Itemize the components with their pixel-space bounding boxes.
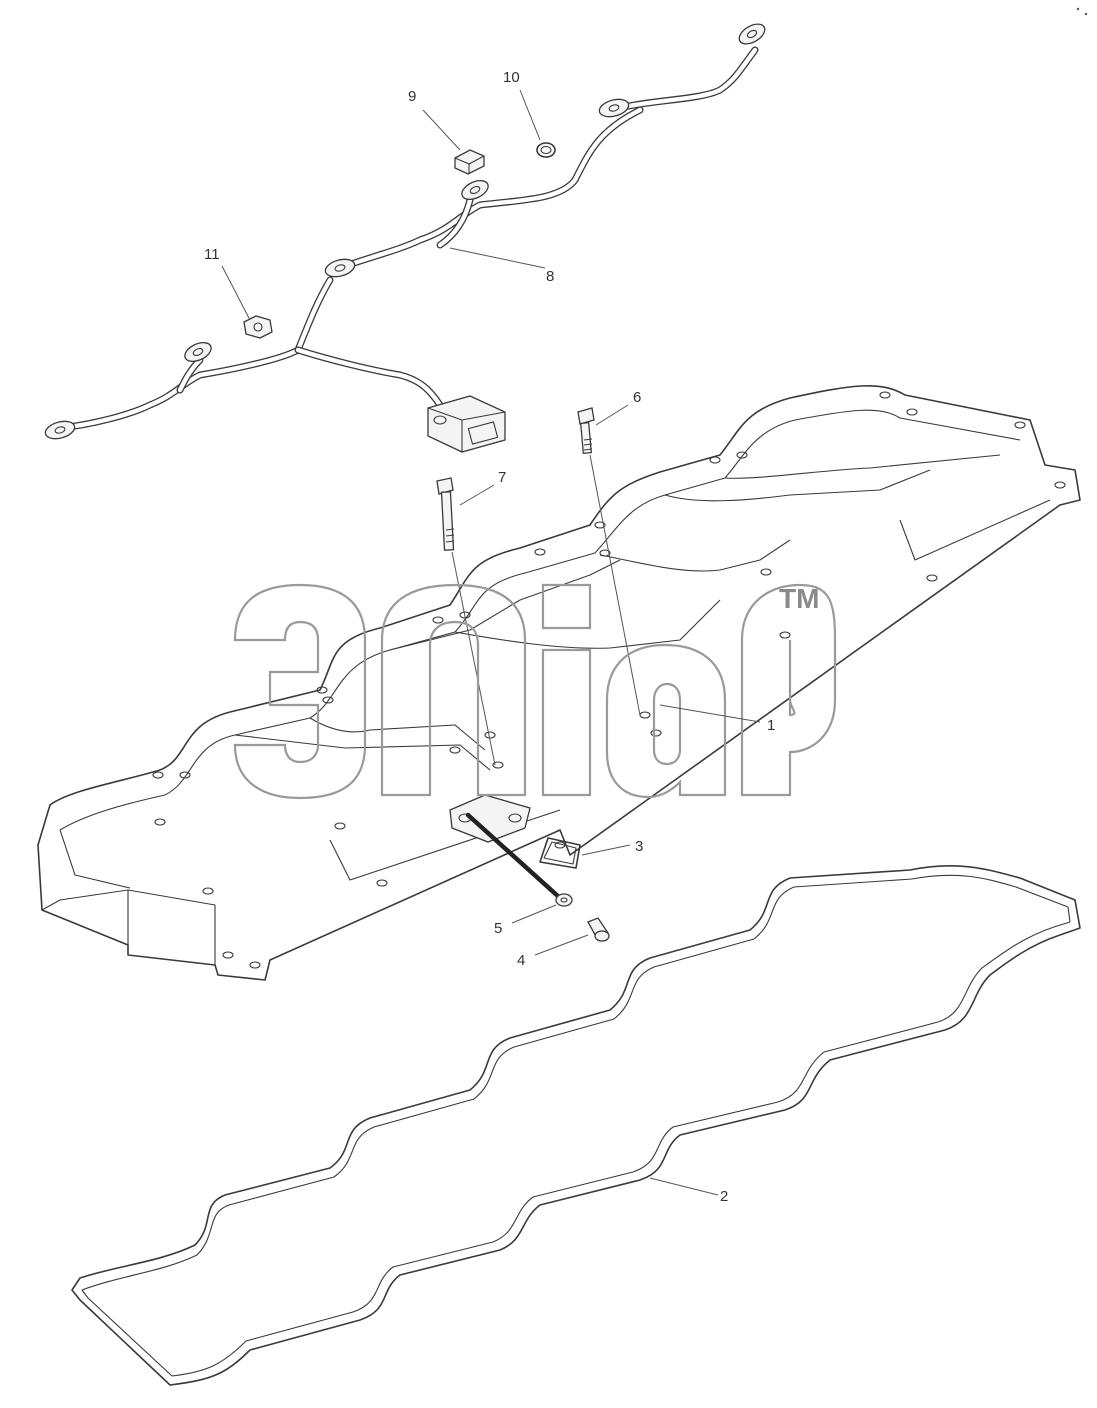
callout-label-9: 9 [408, 88, 416, 105]
callout-label-5: 5 [494, 920, 502, 937]
watermark: TM [233, 583, 837, 800]
wiring-harness [44, 23, 766, 453]
callout-label-11: 11 [204, 246, 220, 263]
callout-label-3: 3 [635, 838, 643, 855]
seal-part-3 [539, 837, 581, 869]
callout-label-7: 7 [498, 469, 506, 486]
ring-terminal [738, 23, 766, 45]
washer-part-5 [555, 893, 573, 907]
clip-part-9 [454, 149, 485, 175]
watermark-trademark: TM [779, 583, 819, 614]
ring-terminal [461, 179, 489, 201]
callout-label-4: 4 [517, 952, 525, 969]
bolt-6-axis [589, 454, 641, 716]
bolt-part-7 [436, 477, 455, 551]
callout-label-10: 10 [503, 69, 520, 86]
callout-label-6: 6 [633, 389, 641, 406]
ring-terminal [324, 258, 356, 278]
callout-label-1: 1 [767, 717, 775, 734]
harness-connector [427, 395, 506, 453]
callout-labels: 9 10 8 11 6 7 1 3 5 4 2 [204, 69, 775, 1205]
callout-leaders [221, 89, 761, 1196]
ring-terminal [44, 420, 76, 440]
plug-part-4 [587, 917, 610, 942]
callout-label-2: 2 [720, 1188, 728, 1205]
bolt-holes [152, 391, 1066, 969]
corner-mark [1076, 7, 1088, 16]
clamp-part-10 [536, 142, 556, 158]
bolt-7-axis [451, 551, 496, 766]
bolt-part-6 [577, 407, 595, 454]
cover-gasket [71, 865, 1081, 1386]
ring-terminal [598, 98, 630, 118]
rocker-cover-frame [37, 385, 1081, 981]
rod-part [465, 812, 563, 901]
ring-terminal [184, 341, 212, 363]
clip-part-11 [243, 315, 273, 339]
callout-label-8: 8 [546, 268, 554, 285]
